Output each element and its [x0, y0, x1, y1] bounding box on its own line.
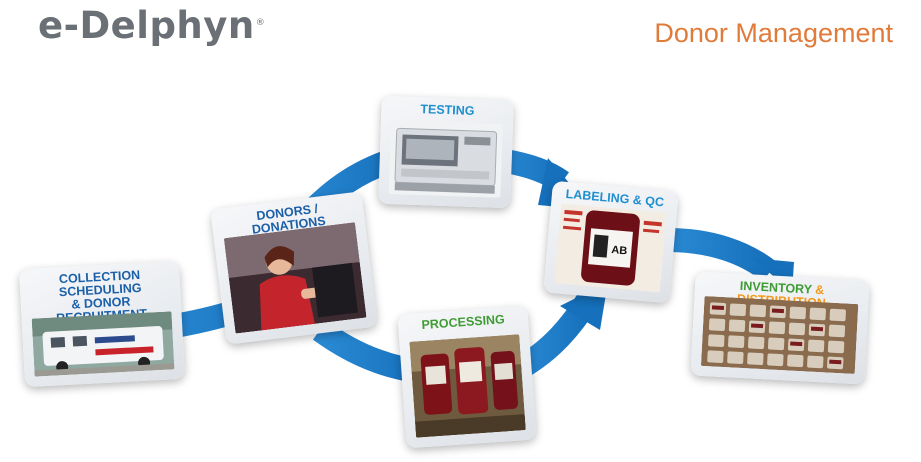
analyzer-photo	[388, 120, 504, 198]
donor-photo	[223, 222, 367, 334]
blood-bags-photo	[409, 334, 526, 438]
blood-type-text: AB	[611, 244, 628, 257]
analyzer-image	[388, 120, 504, 198]
bloodmobile-photo	[31, 311, 175, 377]
card-processing-label: Processing	[421, 312, 506, 333]
arrow-labeling-to-inventory	[667, 228, 778, 282]
card-testing: Testing	[378, 95, 514, 209]
card-collection-scheduling: Collection Scheduling & Donor Recruitmen…	[19, 260, 185, 388]
card-testing-label: Testing	[420, 102, 475, 118]
brand-name: e-Delphyn	[38, 4, 255, 47]
labeled-bag-photo: AB	[554, 203, 667, 293]
card-processing: Processing	[397, 305, 537, 449]
donor-image	[223, 222, 367, 334]
brand-logo: e-Delphyn®	[38, 4, 265, 47]
page-title: Donor Management	[654, 18, 893, 48]
card-labeling-qc: Labeling & QC AB	[543, 180, 679, 304]
card-donors-donations: Donors / Donations	[210, 191, 378, 345]
inventory-photo	[700, 296, 859, 374]
card-inventory-distribution: Inventory & Distribution	[690, 271, 870, 385]
inventory-image	[700, 296, 859, 374]
blood-bags-image	[409, 334, 526, 438]
labeled-bag-image: AB	[554, 203, 667, 293]
bloodmobile-image	[31, 311, 175, 377]
brand-registered-mark: ®	[255, 17, 266, 28]
